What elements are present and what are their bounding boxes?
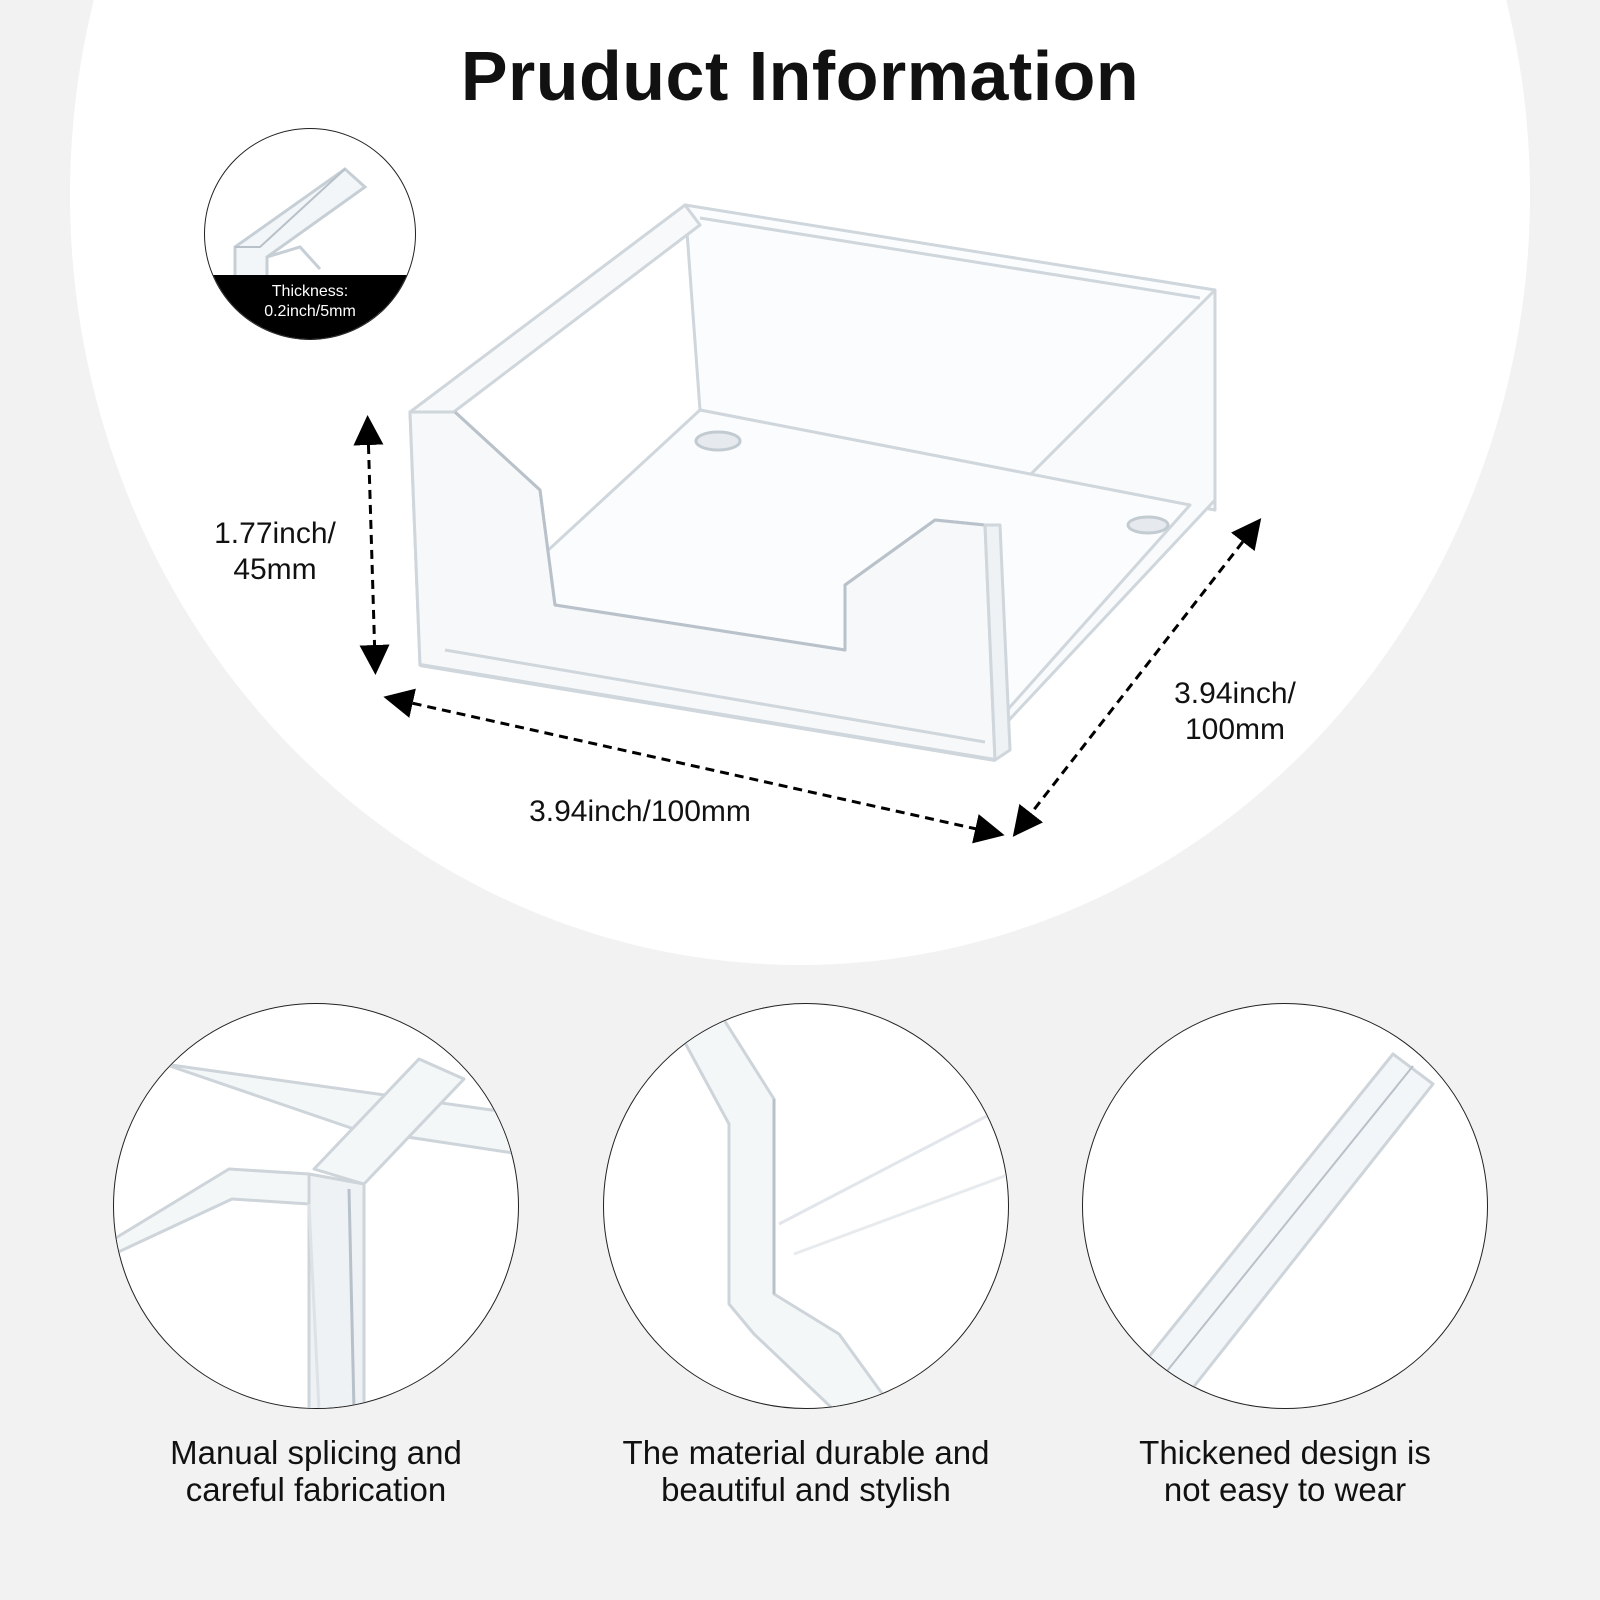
caption-line1: The material durable and: [622, 1434, 990, 1471]
dimension-arrows: [353, 415, 1262, 844]
thickness-band: [205, 275, 415, 339]
product-illustration: [353, 203, 1262, 844]
detail-circle-material: [603, 1003, 1009, 1409]
depth-arrow: [1012, 518, 1262, 837]
detail-circle-thickened: [1082, 1003, 1488, 1409]
caption-line1: Manual splicing and: [170, 1434, 462, 1471]
caption-line2: beautiful and stylish: [661, 1471, 951, 1508]
detail-circle-splicing: [113, 1003, 519, 1409]
feature-caption-thickened: Thickened design is not easy to wear: [1055, 1434, 1515, 1508]
thickness-label-line2: 0.2inch/5mm: [264, 303, 356, 320]
page-title: Pruduct Information: [460, 37, 1140, 115]
acrylic-box: [408, 203, 1217, 762]
depth-dimension-label: 3.94inch/ 100mm: [1150, 676, 1320, 748]
height-label-line2: 45mm: [233, 553, 317, 586]
width-dimension-label: 3.94inch/100mm: [529, 795, 751, 828]
caption-line2: not easy to wear: [1163, 1471, 1407, 1508]
width-arrow: [383, 688, 1005, 844]
feature-caption-splicing: Manual splicing and careful fabrication: [86, 1434, 546, 1508]
splicing-corner-detail: [114, 1057, 518, 1408]
height-dimension-label: 1.77inch/ 45mm: [190, 516, 360, 588]
thickness-inset: Thickness: 0.2inch/5mm: [204, 128, 416, 340]
caption-line1: Thickened design is: [1139, 1434, 1431, 1471]
depth-label-line1: 3.94inch/: [1174, 677, 1296, 710]
thickness-label-line1: Thickness:: [271, 283, 349, 300]
caption-line2: careful fabrication: [185, 1471, 447, 1508]
thickness-label: Thickness: 0.2inch/5mm: [205, 282, 415, 322]
feature-caption-material: The material durable and beautiful and s…: [576, 1434, 1036, 1508]
thickened-edge-detail: [1141, 1052, 1435, 1396]
height-arrow: [353, 415, 390, 675]
material-bend-detail: [662, 1004, 1008, 1408]
height-label-line1: 1.77inch/: [214, 517, 336, 550]
depth-label-line2: 100mm: [1184, 713, 1286, 746]
